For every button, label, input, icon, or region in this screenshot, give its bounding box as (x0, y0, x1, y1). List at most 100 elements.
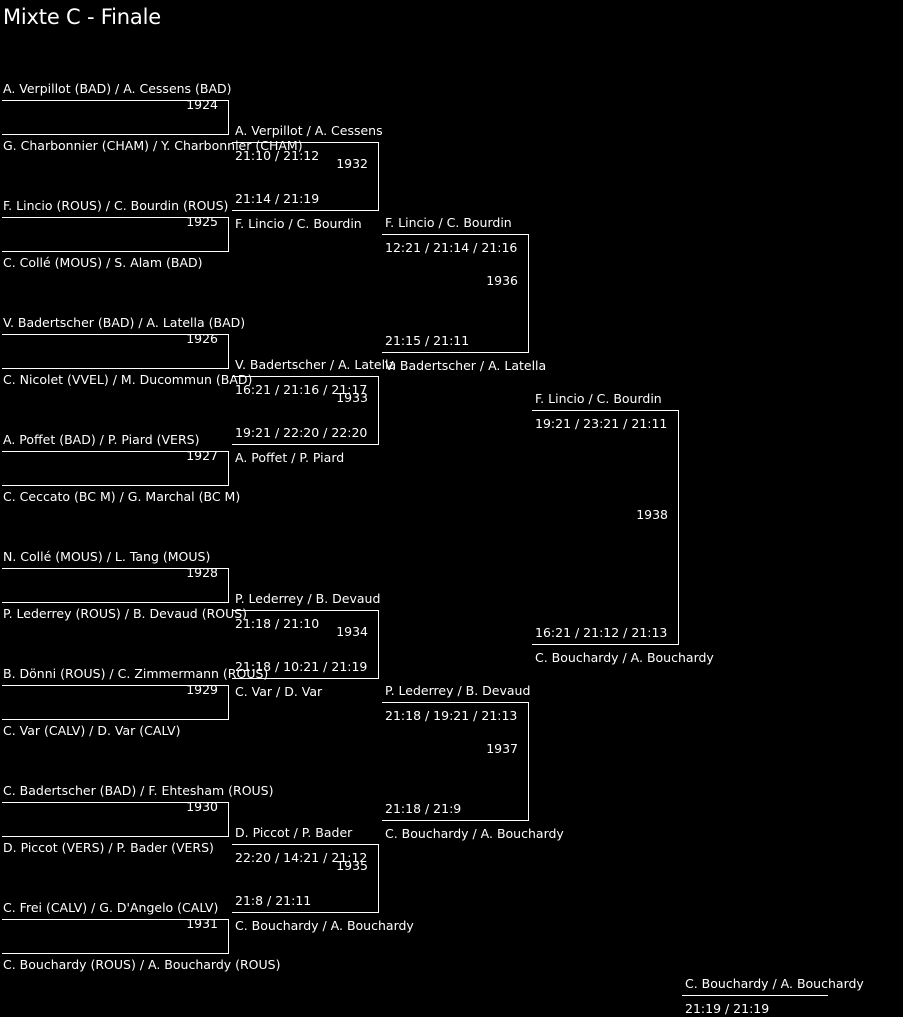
bracket-line (232, 843, 378, 845)
bracket-line (2, 100, 228, 101)
match-score: 21:10 / 21:12 (235, 147, 320, 163)
match-number: 1938 (636, 506, 668, 522)
match-number: 1929 (186, 682, 218, 697)
bracket-line (232, 209, 378, 211)
page-title: Mixte C - Finale (3, 5, 161, 29)
bracket-line (2, 134, 228, 135)
bracket-line (382, 819, 528, 821)
match-score: 21:14 / 21:19 (235, 190, 320, 206)
team-entry: B. Dönni (ROUS) / C. Zimmermann (ROUS) (3, 666, 269, 681)
team-entry: C. Nicolet (VVEL) / M. Ducommun (BAD) (3, 372, 253, 387)
match-number: 1937 (486, 740, 518, 756)
champion-name: C. Bouchardy / A. Bouchardy (685, 975, 864, 991)
bracket-line (2, 719, 228, 720)
match-score: 12:21 / 21:14 / 21:16 (385, 239, 518, 255)
bracket-line (232, 443, 378, 445)
bracket-line (228, 919, 229, 954)
team-winner: D. Piccot / P. Bader (235, 824, 353, 840)
bracket-line (232, 141, 378, 143)
bracket-line (2, 836, 228, 837)
bracket-line (2, 802, 228, 803)
bracket-line (532, 409, 678, 411)
bracket-line (228, 334, 229, 369)
match-number: 1924 (186, 97, 218, 112)
team-winner: P. Lederrey / B. Devaud (385, 682, 531, 698)
bracket-line (382, 351, 528, 353)
team-entry: N. Collé (MOUS) / L. Tang (MOUS) (3, 549, 211, 564)
bracket-line (2, 451, 228, 452)
match-score: 21:18 / 21:10 (235, 615, 320, 631)
team-entry: G. Charbonnier (CHAM) / Y. Charbonnier (… (3, 138, 303, 153)
team-winner: C. Bouchardy / A. Bouchardy (535, 649, 714, 665)
team-entry: C. Collé (MOUS) / S. Alam (BAD) (3, 255, 203, 270)
team-winner: C. Var / D. Var (235, 683, 323, 699)
match-number: 1933 (336, 389, 368, 405)
match-number: 1935 (336, 857, 368, 873)
bracket-line (678, 409, 679, 645)
bracket-line (2, 919, 228, 920)
bracket-line (382, 701, 528, 703)
bracket-line (2, 334, 228, 335)
bracket-line (532, 643, 678, 645)
team-winner: P. Lederrey / B. Devaud (235, 590, 381, 606)
team-entry: C. Bouchardy (ROUS) / A. Bouchardy (ROUS… (3, 957, 281, 972)
bracket-line (2, 568, 228, 569)
match-number: 1925 (186, 214, 218, 229)
bracket-line (228, 568, 229, 603)
team-winner: V. Badertscher / A. Latella (235, 356, 397, 372)
match-score: 21:18 / 10:21 / 21:19 (235, 658, 368, 674)
match-score: 21:8 / 21:11 (235, 892, 312, 908)
bracket-line (228, 451, 229, 486)
match-score: 16:21 / 21:12 / 21:13 (535, 624, 668, 640)
team-entry: A. Poffet (BAD) / P. Piard (VERS) (3, 432, 200, 447)
match-number: 1930 (186, 799, 218, 814)
match-score: 22:20 / 14:21 / 21:12 (235, 849, 368, 865)
match-number: 1931 (186, 916, 218, 931)
team-entry: A. Verpillot (BAD) / A. Cessens (BAD) (3, 81, 232, 96)
match-number: 1936 (486, 272, 518, 288)
bracket-line (228, 685, 229, 720)
team-winner: A. Poffet / P. Piard (235, 449, 345, 465)
bracket-line (228, 100, 229, 135)
match-number: 1928 (186, 565, 218, 580)
team-entry: F. Lincio (ROUS) / C. Bourdin (ROUS) (3, 198, 229, 213)
bracket-line (378, 843, 379, 913)
bracket-line (2, 217, 228, 218)
final-score: 21:19 / 21:19 (685, 1000, 770, 1016)
match-score: 21:18 / 21:9 (385, 800, 462, 816)
bracket-line (528, 701, 529, 821)
match-score: 16:21 / 21:16 / 21:17 (235, 381, 368, 397)
team-winner: V. Badertscher / A. Latella (385, 357, 547, 373)
team-winner: A. Verpillot / A. Cessens (235, 122, 383, 138)
bracket-line (228, 217, 229, 252)
match-score: 19:21 / 22:20 / 22:20 (235, 424, 368, 440)
match-number: 1926 (186, 331, 218, 346)
bracket-line (2, 685, 228, 686)
bracket-line (382, 233, 528, 235)
team-winner: C. Bouchardy / A. Bouchardy (235, 917, 414, 933)
bracket-line (2, 251, 228, 252)
match-score: 21:15 / 21:11 (385, 332, 470, 348)
bracket-line (378, 609, 379, 679)
team-entry: V. Badertscher (BAD) / A. Latella (BAD) (3, 315, 246, 330)
match-number: 1927 (186, 448, 218, 463)
match-number: 1934 (336, 623, 368, 639)
team-entry: C. Var (CALV) / D. Var (CALV) (3, 723, 181, 738)
team-entry: C. Badertscher (BAD) / F. Ehtesham (ROUS… (3, 783, 274, 798)
team-winner: F. Lincio / C. Bourdin (385, 214, 512, 230)
bracket-line (232, 911, 378, 913)
team-entry: P. Lederrey (ROUS) / B. Devaud (ROUS) (3, 606, 248, 621)
team-winner: C. Bouchardy / A. Bouchardy (385, 825, 564, 841)
bracket-line (528, 233, 529, 353)
bracket-line (232, 375, 378, 377)
bracket-line (378, 141, 379, 211)
bracket-line (2, 602, 228, 603)
tournament-bracket: A. Verpillot (BAD) / A. Cessens (BAD) G. … (2, 81, 864, 1016)
team-winner: F. Lincio / C. Bourdin (535, 390, 662, 406)
bracket-line (2, 368, 228, 369)
bracket-line (232, 609, 378, 611)
match-number: 1932 (336, 155, 368, 171)
bracket-line (2, 485, 228, 486)
match-score: 19:21 / 23:21 / 21:11 (535, 415, 668, 431)
team-entry: D. Piccot (VERS) / P. Bader (VERS) (3, 840, 214, 855)
